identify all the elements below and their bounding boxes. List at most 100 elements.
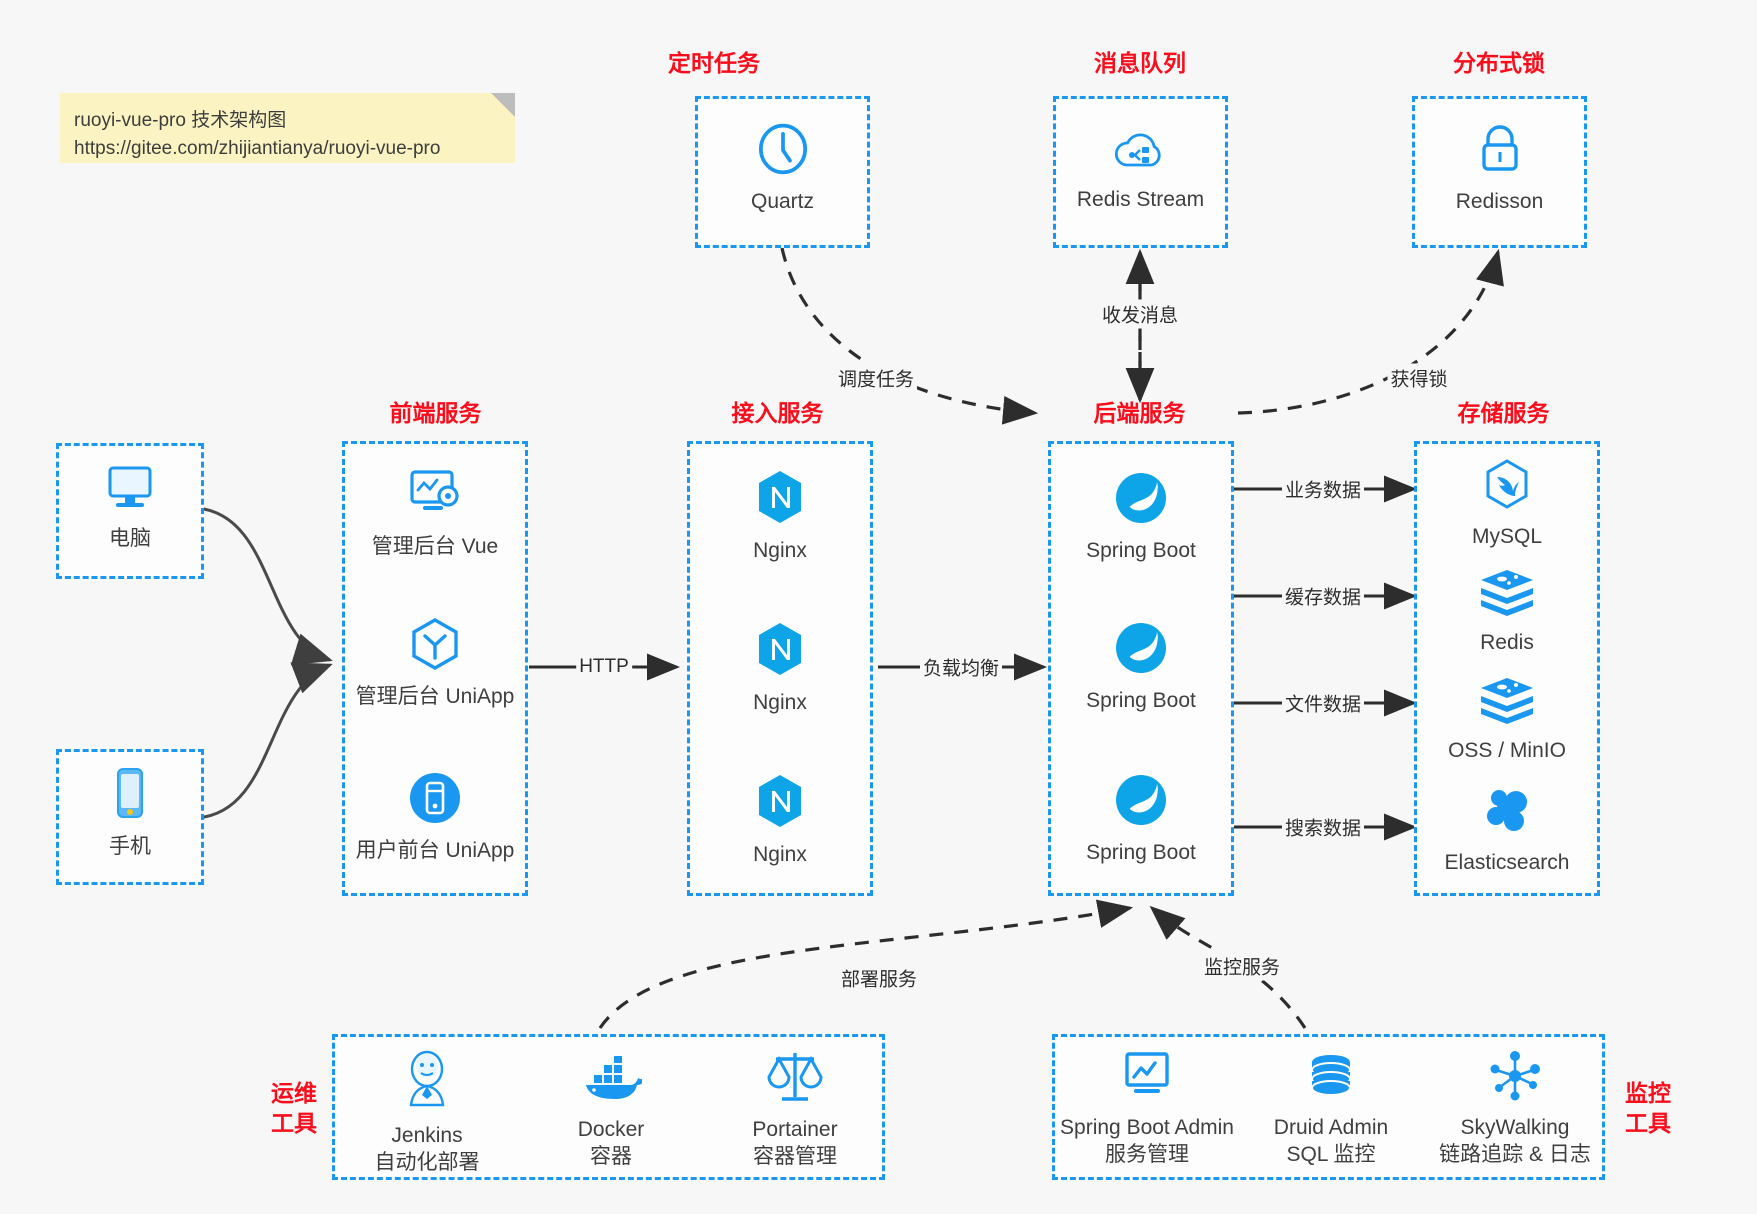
node-label: Portainer [752, 1118, 838, 1141]
node-elasticsearch[interactable]: Elasticsearch [1417, 784, 1597, 876]
uniapp-cube-icon [345, 616, 525, 677]
note-title: ruoyi-vue-pro 技术架构图 [74, 110, 287, 131]
group-box-client-phone: 手机 [56, 749, 204, 885]
node-oss-minio[interactable]: OSS / MinIO [1417, 676, 1597, 764]
node-label: Nginx [753, 539, 807, 562]
group-title-gateway: 接入服务 [731, 400, 824, 426]
edge-label-monitor-service: 监控服务 [1200, 951, 1284, 981]
node-label: Redisson [1455, 190, 1544, 213]
node-label: MySQL [1471, 525, 1542, 548]
node-redisson[interactable]: Redisson [1415, 121, 1584, 215]
group-title-monitor: 监控 工具 [1612, 1078, 1684, 1138]
group-title-frontend: 前端服务 [389, 400, 482, 426]
jenkins-butler-icon [335, 1049, 519, 1116]
docker-whale-icon [519, 1055, 703, 1110]
edge-label-deploy-service: 部署服务 [837, 963, 921, 993]
clock-icon [698, 121, 867, 182]
node-sublabel: 容器管理 [753, 1145, 837, 1168]
node-label: 电脑 [109, 527, 151, 550]
note-fold-corner [491, 93, 515, 117]
edge-label-business-data: 业务数据 [1281, 474, 1365, 504]
node-skywalking[interactable]: SkyWalking 链路追踪 & 日志 [1423, 1049, 1607, 1168]
node-label: Spring Boot [1086, 539, 1196, 562]
node-label: Nginx [753, 691, 807, 714]
node-springboot-1[interactable]: Spring Boot [1051, 470, 1231, 564]
group-box-scheduler: Quartz [695, 96, 870, 248]
node-nginx-2[interactable]: Nginx [690, 620, 870, 716]
node-nginx-1[interactable]: Nginx [690, 468, 870, 564]
node-label: 手机 [109, 835, 151, 858]
node-client-pc[interactable]: 电脑 [59, 462, 201, 552]
spring-leaf-icon [1051, 620, 1231, 681]
portainer-scale-icon [703, 1049, 887, 1110]
group-box-monitor: Spring Boot Admin 服务管理 Druid Admin SQL 监… [1052, 1034, 1605, 1180]
node-admin-uniapp[interactable]: 管理后台 UniApp [345, 616, 525, 710]
nginx-icon [690, 468, 870, 531]
edge-label-load-balance: 负载均衡 [919, 652, 1003, 682]
node-sublabel: 自动化部署 [374, 1151, 480, 1174]
group-title-backend: 后端服务 [1093, 400, 1186, 426]
spring-leaf-icon [1051, 772, 1231, 833]
node-nginx-3[interactable]: Nginx [690, 772, 870, 868]
node-label: Redis Stream [1076, 188, 1205, 211]
group-title-devops: 运维 工具 [258, 1078, 330, 1138]
group-box-client-pc: 电脑 [56, 443, 204, 579]
node-springboot-3[interactable]: Spring Boot [1051, 772, 1231, 866]
monitor-gear-icon [345, 466, 525, 527]
node-portainer[interactable]: Portainer 容器管理 [703, 1049, 887, 1170]
lock-icon [1415, 121, 1584, 182]
node-label: Redis [1480, 631, 1534, 654]
node-label: Spring Boot [1086, 689, 1196, 712]
node-label: Quartz [750, 190, 815, 213]
nginx-icon [690, 772, 870, 835]
node-redis-stream[interactable]: Redis Stream [1056, 125, 1225, 213]
node-label: Nginx [753, 843, 807, 866]
group-title-devops-line2: 工具 [271, 1110, 317, 1136]
node-sublabel: 服务管理 [1105, 1143, 1189, 1166]
node-label: Docker [577, 1118, 645, 1141]
node-druid-admin[interactable]: Druid Admin SQL 监控 [1239, 1053, 1423, 1168]
group-box-gateway: Nginx Nginx Nginx [687, 441, 873, 896]
node-sublabel: 链路追踪 & 日志 [1439, 1143, 1591, 1166]
edge-label-search-data: 搜索数据 [1281, 812, 1365, 842]
node-jenkins[interactable]: Jenkins 自动化部署 [335, 1049, 519, 1176]
redis-stack-icon [1417, 568, 1597, 623]
node-sublabel: 容器 [590, 1145, 632, 1168]
node-label: Druid Admin [1273, 1116, 1389, 1139]
node-admin-vue[interactable]: 管理后台 Vue [345, 466, 525, 560]
node-docker[interactable]: Docker 容器 [519, 1055, 703, 1170]
nginx-icon [690, 620, 870, 683]
edge-label-file-data: 文件数据 [1281, 688, 1365, 718]
group-title-monitor-line1: 监控 [1625, 1080, 1671, 1106]
node-sublabel: SQL 监控 [1286, 1143, 1376, 1166]
edge-label-cache-data: 缓存数据 [1281, 581, 1365, 611]
group-box-backend: Spring Boot Spring Boot Spring Boot [1048, 441, 1234, 896]
node-quartz[interactable]: Quartz [698, 121, 867, 215]
skywalking-node-icon [1423, 1049, 1607, 1108]
sticky-note: ruoyi-vue-pro 技术架构图 https://gitee.com/zh… [60, 93, 515, 163]
node-label: 用户前台 UniApp [355, 839, 515, 862]
node-client-phone[interactable]: 手机 [59, 766, 201, 860]
node-label: 管理后台 Vue [371, 535, 499, 558]
group-box-lock: Redisson [1412, 96, 1587, 248]
desktop-icon [59, 462, 201, 519]
group-title-devops-line1: 运维 [271, 1080, 317, 1106]
node-springboot-2[interactable]: Spring Boot [1051, 620, 1231, 714]
group-title-scheduler: 定时任务 [668, 50, 760, 76]
mobile-app-icon [345, 770, 525, 831]
node-mysql[interactable]: MySQL [1417, 458, 1597, 550]
node-label: OSS / MinIO [1448, 739, 1566, 762]
database-icon [1239, 1053, 1423, 1108]
edge-label-schedule-task: 调度任务 [834, 363, 918, 393]
node-label: Jenkins [391, 1124, 463, 1147]
redis-stack-icon [1417, 676, 1597, 731]
node-redis[interactable]: Redis [1417, 568, 1597, 656]
node-user-uniapp[interactable]: 用户前台 UniApp [345, 770, 525, 864]
note-url: https://gitee.com/zhijiantianya/ruoyi-vu… [74, 138, 441, 159]
monitor-chart-icon [1055, 1049, 1239, 1108]
edge-label-send-receive-message: 收发消息 [1098, 299, 1182, 329]
edge-label-http: HTTP [576, 655, 632, 679]
cloud-stream-icon [1056, 125, 1225, 180]
node-spring-boot-admin[interactable]: Spring Boot Admin 服务管理 [1055, 1049, 1239, 1168]
